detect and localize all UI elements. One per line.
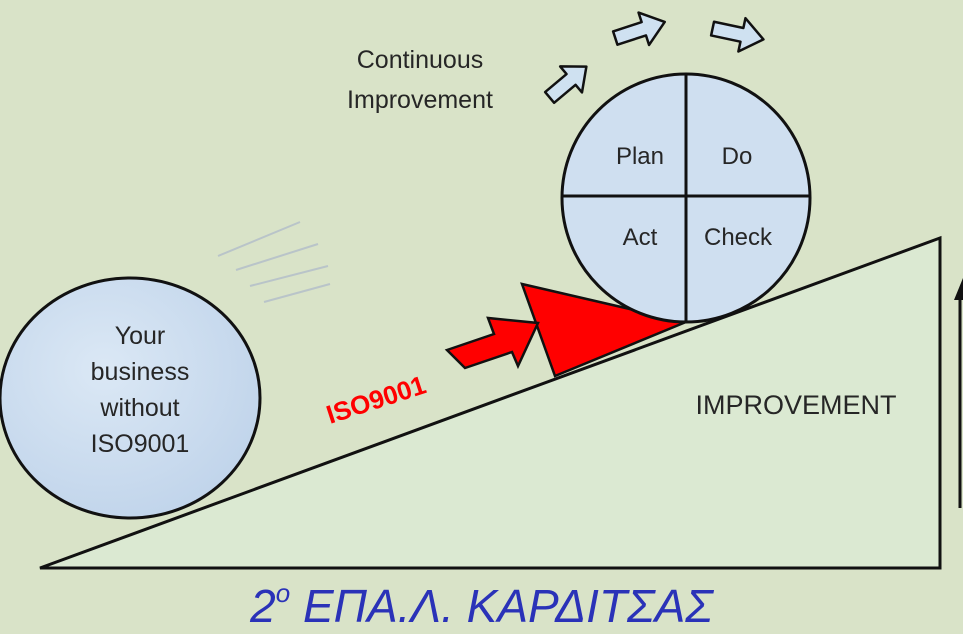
ci-line-2: Improvement (347, 86, 493, 114)
pdca-do: Do (722, 143, 753, 170)
arrow-2-icon (611, 11, 666, 47)
ci-line-1: Continuous (357, 46, 483, 74)
arrow-1-icon (543, 65, 588, 105)
pdca-plan: Plan (616, 143, 664, 170)
iso9001-label: ISO9001 (323, 369, 430, 429)
footer-text: ΕΠΑ.Λ. ΚΑΡΔΙΤΣΑΣ (302, 580, 713, 632)
business-ball (0, 276, 262, 520)
footer-number: 2 (250, 580, 276, 632)
pdca-act: Act (623, 224, 658, 251)
motion-lines (217, 221, 331, 303)
footer-superscript: o (275, 578, 291, 608)
school-footer: 2o ΕΠΑ.Λ. ΚΑΡΔΙΤΣΑΣ (0, 565, 963, 634)
pdca-check: Check (704, 224, 773, 251)
improvement-label: IMPROVEMENT (695, 390, 896, 420)
iso-wedge (520, 282, 691, 378)
ball-line-2: business (91, 358, 190, 386)
ball-line-1: Your (115, 322, 166, 350)
ball-line-4: ISO9001 (91, 430, 190, 458)
continuous-improvement-label: Continuous Improvement (347, 46, 493, 114)
improvement-arrows (543, 11, 765, 105)
arrow-3-icon (709, 16, 765, 53)
ball-line-3: without (99, 394, 179, 422)
improvement-slope (39, 235, 942, 570)
business-ball-label: Your business without ISO9001 (91, 322, 190, 458)
vertical-arrow (954, 278, 963, 508)
pdca-wheel: Plan Do Act Check (560, 72, 812, 324)
push-arrow (444, 316, 540, 370)
